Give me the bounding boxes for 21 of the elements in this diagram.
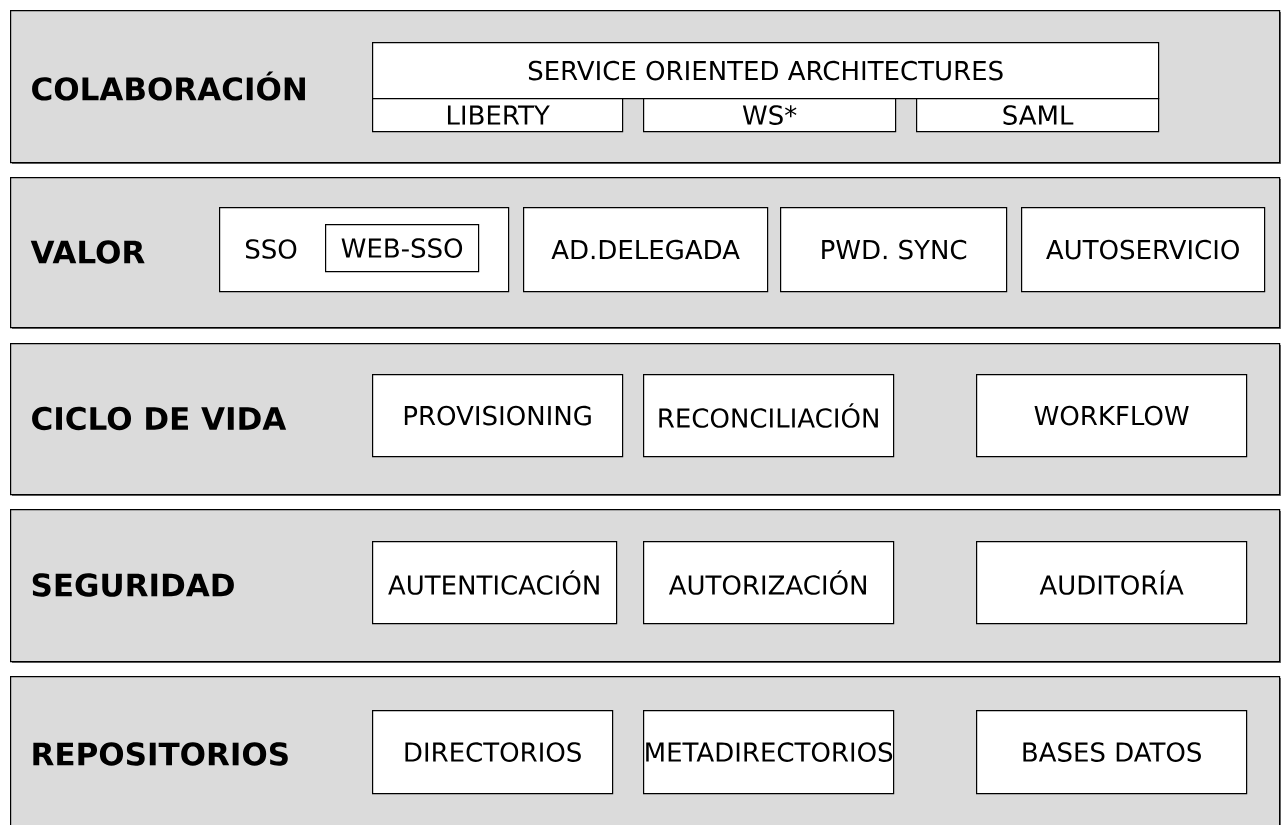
layer-heading: REPOSITORIOS: [33, 742, 288, 766]
component-box: AUTOSERVICIO: [1021, 207, 1266, 293]
component-box: AUTORIZACIÓN: [643, 541, 895, 625]
component-box: RECONCILIACIÓN: [643, 374, 895, 458]
component-box: SAML: [916, 98, 1160, 133]
component-box: PWD. SYNC: [780, 207, 1008, 293]
component-box: WEB-SSO: [325, 224, 480, 273]
component-box: BASES DATOS: [976, 710, 1248, 795]
component-box: AUDITORÍA: [976, 541, 1248, 625]
component-box: DIRECTORIOS: [372, 710, 614, 795]
component-box: AUTENTICACIÓN: [372, 541, 618, 625]
component-box: WS*: [643, 98, 897, 133]
layer-heading: VALOR: [30, 240, 145, 264]
component-box: PROVISIONING: [372, 374, 624, 458]
layer-heading: SEGURIDAD: [32, 573, 234, 597]
component-box: WORKFLOW: [976, 374, 1248, 458]
component-box: METADIRECTORIOS: [643, 710, 895, 795]
component-box: AD.DELEGADA: [523, 207, 769, 293]
layer-heading: CICLO DE VIDA: [32, 406, 287, 431]
component-box: LIBERTY: [372, 98, 624, 133]
layer-heading: COLABORACIÓN: [32, 71, 305, 101]
